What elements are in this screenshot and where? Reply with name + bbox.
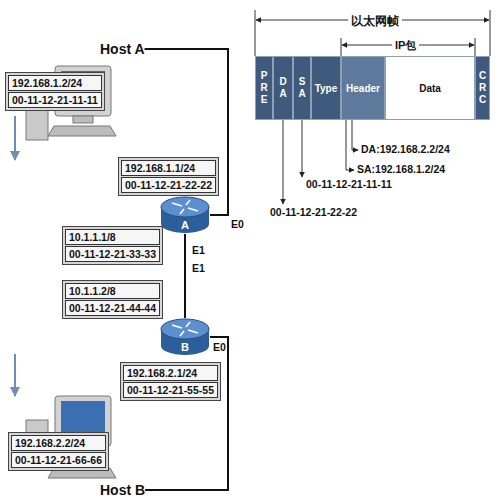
computer-keyboard — [48, 126, 116, 136]
node-text: PRE — [260, 70, 268, 106]
node-text: CRC — [479, 70, 487, 106]
dimension-tick — [490, 10, 491, 56]
router-symbol: A — [160, 196, 210, 234]
address-box: 192.168.2.2/2400-11-12-21-66-66 — [8, 432, 109, 471]
network-link — [145, 337, 228, 490]
flow-arrow — [14, 116, 16, 160]
router-arrow — [188, 208, 198, 211]
router-arrow — [186, 200, 190, 205]
address-text: 192.168.1.1/24 — [121, 160, 216, 176]
field-value: SA:192.168.1.2/24 — [357, 163, 445, 175]
router-arrow — [186, 322, 190, 327]
frame-field: Type — [311, 56, 341, 120]
frame-field: DA — [273, 56, 293, 120]
field-value: 00-11-12-21-22-22 — [270, 206, 357, 218]
port-label: E0 — [213, 341, 226, 353]
router-arrow — [172, 203, 182, 206]
address-text: 192.168.2.2/24 — [11, 435, 106, 451]
router-top — [161, 197, 209, 217]
node-text: SA — [298, 76, 306, 100]
address-text: 192.168.2.1/24 — [123, 365, 218, 381]
address-text: 10.1.1.2/8 — [65, 283, 160, 299]
router-symbol: B — [160, 318, 210, 356]
node-text: Data — [419, 83, 441, 94]
address-text: 00-11-12-21-11-11 — [8, 92, 102, 108]
router-arrow — [180, 209, 184, 214]
node-text: Header — [346, 83, 380, 94]
node-text: Host B — [100, 482, 145, 498]
address-text: 192.168.1.2/24 — [8, 75, 102, 91]
address-text: 00-11-12-21-55-55 — [123, 382, 218, 398]
leader-arrow — [346, 120, 354, 170]
address-text: 00-11-12-21-22-22 — [121, 177, 216, 193]
network-link — [184, 234, 186, 318]
field-value: DA:192.168.2.2/24 — [361, 143, 450, 155]
node-text: Type — [315, 83, 338, 94]
address-box: 10.1.1.1/800-11-12-21-33-33 — [62, 226, 163, 265]
port-label: E1 — [192, 262, 205, 274]
dimension-tick — [255, 10, 256, 56]
address-text: 00-11-12-21-44-44 — [65, 300, 160, 316]
host-label: Host B — [100, 481, 145, 499]
port-label: E1 — [192, 244, 205, 256]
computer-stand — [73, 116, 93, 123]
router-arrow — [172, 325, 182, 328]
address-box: 192.168.2.1/2400-11-12-21-55-55 — [120, 362, 221, 401]
port-label: E0 — [231, 218, 244, 230]
host-label: Host A — [100, 40, 145, 58]
node-text: A — [160, 219, 210, 231]
address-text: 00-11-12-21-33-33 — [65, 246, 160, 262]
node-text: DA — [279, 76, 287, 100]
frame-field: Data — [385, 56, 475, 120]
address-box: 192.168.1.2/2400-11-12-21-11-11 — [5, 72, 105, 111]
frame-field: Header — [341, 56, 385, 120]
address-text: 10.1.1.1/8 — [65, 229, 160, 245]
dimension-tick — [341, 38, 342, 56]
dimension-label: 以太网帧 — [348, 13, 402, 30]
router-top — [161, 319, 209, 339]
router-arrow — [180, 331, 184, 336]
frame-field: SA — [293, 56, 311, 120]
leader-arrow — [352, 120, 358, 150]
leader-arrow — [283, 120, 284, 204]
router-base — [161, 215, 209, 233]
node-text: Host A — [100, 41, 145, 57]
address-box: 192.168.1.1/2400-11-12-21-22-22 — [118, 157, 219, 196]
address-text: 00-11-12-21-66-66 — [11, 452, 106, 468]
frame-field: PRE — [255, 56, 273, 120]
address-box: 10.1.1.2/800-11-12-21-44-44 — [62, 280, 163, 319]
dimension-tick — [475, 38, 476, 56]
router-base — [161, 337, 209, 355]
dimension-label: IP包 — [392, 38, 419, 53]
leader-arrow — [302, 120, 303, 177]
field-value: 00-11-12-21-11-11 — [306, 178, 392, 190]
flow-arrow — [14, 354, 16, 396]
router-arrow — [188, 330, 198, 333]
frame-field: CRC — [475, 56, 490, 120]
node-text: B — [160, 341, 210, 353]
